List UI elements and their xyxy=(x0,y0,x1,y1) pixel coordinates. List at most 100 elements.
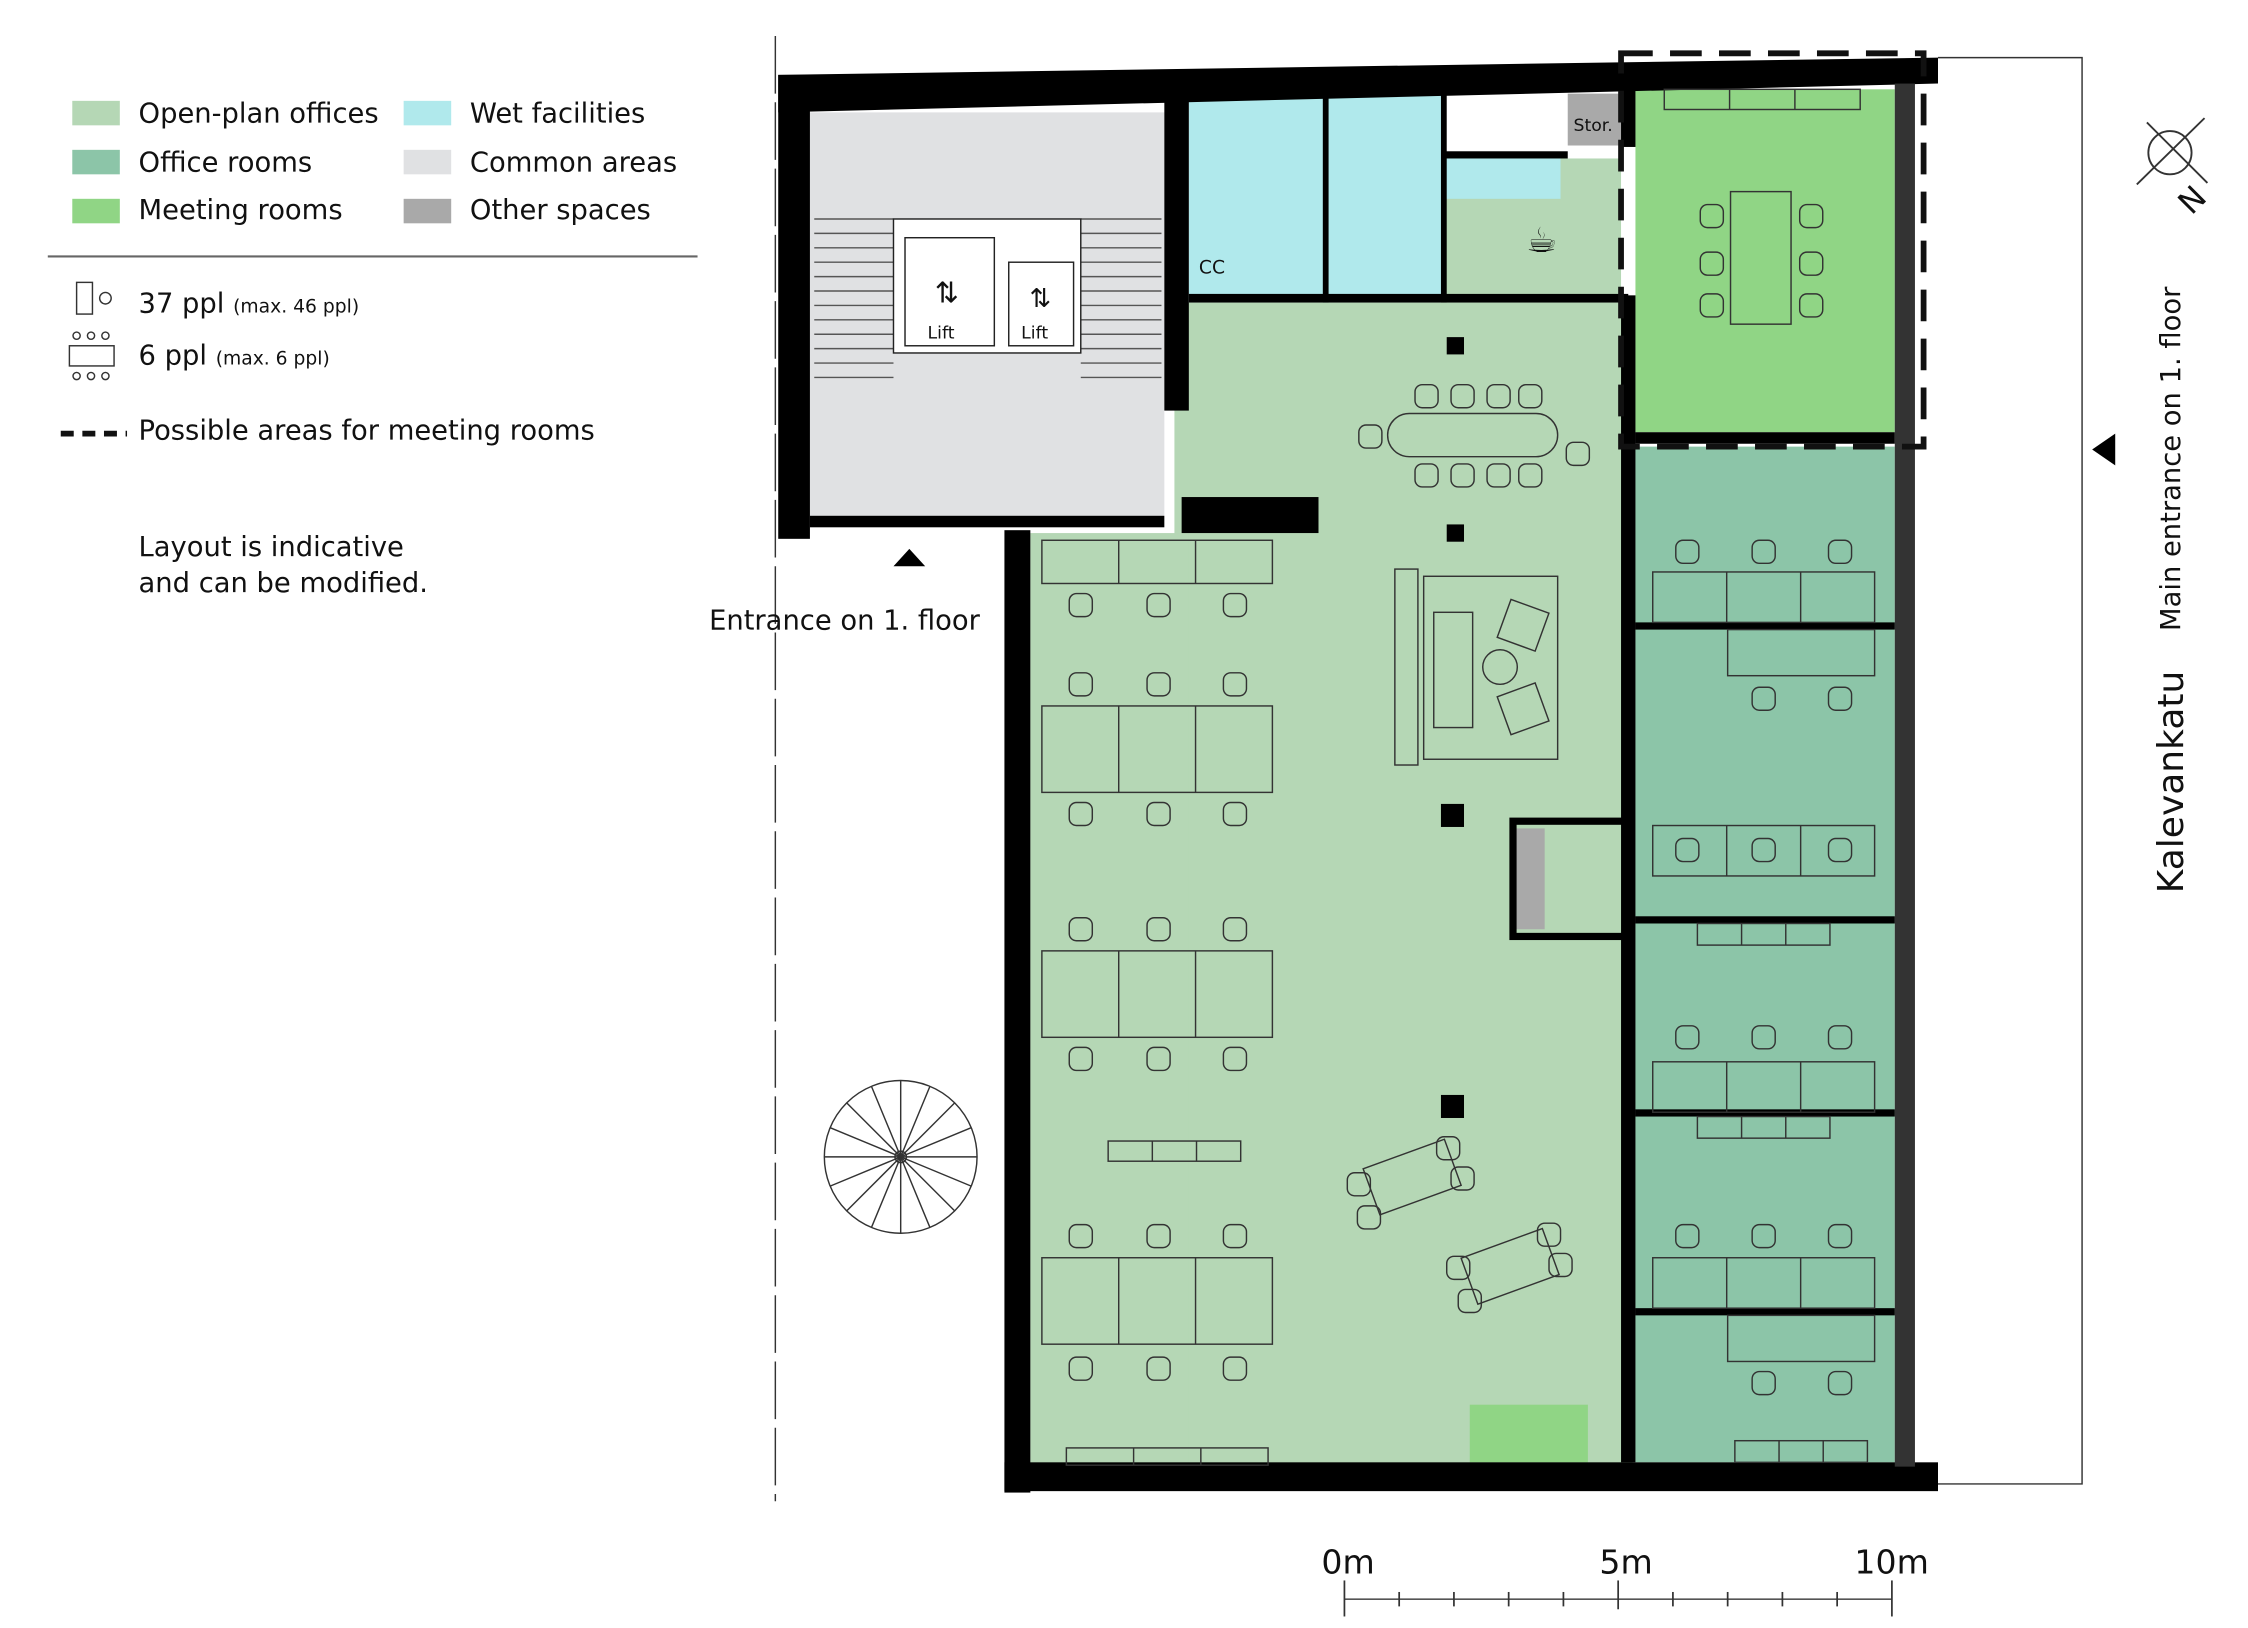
legend-label-other: Other spaces xyxy=(470,195,651,226)
chair xyxy=(1146,801,1171,827)
storage-label: Stor. xyxy=(1574,116,1613,136)
chair xyxy=(1222,1223,1248,1249)
chair xyxy=(1068,592,1094,618)
desk-group xyxy=(1041,539,1274,585)
chair xyxy=(1798,251,1824,276)
east-wall xyxy=(1894,83,1915,1467)
chair xyxy=(1450,1166,1475,1191)
chair xyxy=(1450,463,1475,488)
chair xyxy=(1222,1046,1248,1072)
possible-meeting-area-outline xyxy=(1618,50,1927,450)
street-label: Kalevankatu xyxy=(2151,671,2192,894)
layout-note-line2: and can be modified. xyxy=(139,568,428,599)
spiral-staircase-icon xyxy=(823,1079,978,1234)
desk-group xyxy=(1696,922,1831,946)
chair xyxy=(1068,1046,1094,1072)
legend-swatch-wet xyxy=(403,100,452,126)
walls xyxy=(778,57,1938,1493)
desk-group xyxy=(1652,1257,1876,1309)
legend-label-common: Common areas xyxy=(470,147,677,178)
conference-table xyxy=(1386,412,1559,458)
desk-group xyxy=(1652,1061,1876,1113)
chair xyxy=(1751,686,1776,711)
legend-swatch-other xyxy=(403,198,452,224)
scale-label-10m: 10m xyxy=(1854,1542,1928,1581)
chair xyxy=(1751,539,1776,565)
spiral-tread xyxy=(900,1156,931,1228)
north-label: N xyxy=(2172,179,2214,221)
lift-label-1: Lift xyxy=(928,324,955,344)
chair xyxy=(1358,424,1383,449)
west-wall xyxy=(1004,530,1031,1493)
chair xyxy=(1435,1135,1461,1161)
legend-label-wet: Wet facilities xyxy=(470,98,645,129)
chair xyxy=(1146,1356,1171,1381)
desk-group xyxy=(1652,571,1876,624)
north-arrow-icon: N xyxy=(2136,117,2214,222)
desk-group xyxy=(1041,1257,1274,1345)
spiral-tread xyxy=(846,1156,902,1212)
spiral-tread xyxy=(870,1156,902,1228)
chair xyxy=(1751,1223,1776,1249)
main-entrance-arrow-icon xyxy=(2092,433,2116,466)
sofa xyxy=(1433,611,1474,729)
chair xyxy=(1751,1370,1776,1396)
bench xyxy=(1394,568,1419,766)
chair xyxy=(1751,1025,1776,1050)
desk-group xyxy=(1726,1314,1876,1363)
street-boundary xyxy=(1938,56,2083,1485)
legend: Open-plan offices Office rooms Meeting r… xyxy=(47,98,698,599)
entrance-label: Entrance on 1. floor xyxy=(709,606,981,637)
desk-group xyxy=(1734,1439,1869,1464)
chair xyxy=(1222,1356,1248,1381)
spiral-tread xyxy=(846,1102,902,1158)
chair xyxy=(1675,1025,1700,1050)
scale-bar: 0m 5m 10m xyxy=(1321,1542,1929,1617)
spiral-tread xyxy=(870,1086,902,1158)
west-stair-wall xyxy=(778,74,810,539)
lift-2 xyxy=(1008,261,1075,347)
chair xyxy=(1548,1252,1573,1278)
legend-label-office-rooms: Office rooms xyxy=(139,147,313,178)
chair xyxy=(1222,801,1248,827)
armchair xyxy=(1496,682,1550,736)
chair xyxy=(1068,672,1094,697)
main-entrance-label: Main entrance on 1. floor xyxy=(2156,286,2187,631)
chair xyxy=(1222,672,1248,697)
chair xyxy=(1699,203,1725,229)
chair xyxy=(1798,203,1824,229)
desk-group xyxy=(1041,950,1274,1039)
lounge-rug xyxy=(1422,575,1559,760)
desk-group xyxy=(1663,88,1861,111)
chair xyxy=(1146,672,1171,697)
chair xyxy=(1146,1046,1171,1072)
chair xyxy=(1827,539,1853,565)
chair xyxy=(1827,837,1853,863)
open-plan-office-west xyxy=(1030,533,1189,1470)
chair xyxy=(1068,1356,1094,1381)
desk-group xyxy=(1065,1447,1269,1466)
capacity-meeting: 6 ppl (max. 6 ppl) xyxy=(139,340,330,371)
legend-swatch-common xyxy=(403,149,452,175)
meeting-room xyxy=(1635,89,1895,433)
spiral-tread xyxy=(900,1156,972,1187)
chair xyxy=(1068,917,1094,942)
chair xyxy=(1445,1255,1471,1281)
layout-note-line1: Layout is indicative xyxy=(139,532,404,563)
chair xyxy=(1068,801,1094,827)
furniture xyxy=(1041,88,1876,1466)
coffee-table xyxy=(1482,649,1519,686)
meeting-room-table xyxy=(1729,190,1792,325)
lift-arrows-icon: ⇅ xyxy=(1030,284,1052,314)
wet-facilities xyxy=(1188,93,1441,303)
chair xyxy=(1346,1172,1372,1197)
legend-swatch-open-plan xyxy=(72,100,120,126)
table-group xyxy=(1362,1138,1463,1216)
chair xyxy=(1699,293,1725,318)
shaft-other-space xyxy=(1512,828,1545,930)
spiral-tread xyxy=(900,1156,956,1212)
open-plan-office-main xyxy=(1174,302,1633,1470)
chair xyxy=(1486,463,1511,488)
staircase-icon xyxy=(814,218,1162,379)
